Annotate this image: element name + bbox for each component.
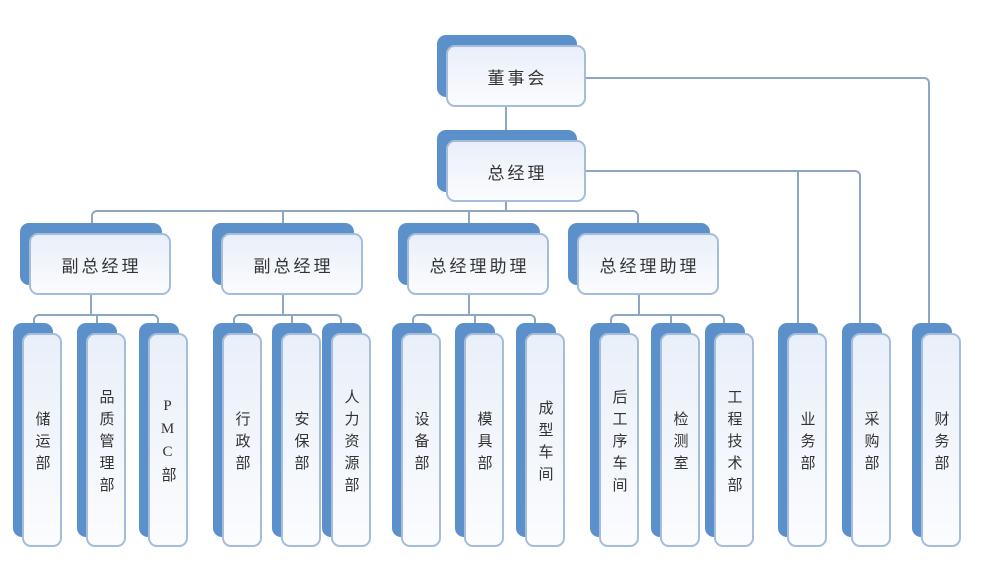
node-face: 工程技术部	[714, 333, 754, 547]
node-face: 采购部	[851, 333, 891, 547]
node-label: 安保部	[292, 410, 309, 477]
node-label: 业务部	[798, 410, 815, 477]
node-label: 设备部	[412, 410, 429, 477]
connector-gm-to-purchasing	[584, 170, 861, 327]
node-label: 后工序车间	[610, 388, 627, 499]
node-face: 财务部	[921, 333, 961, 547]
node-label: 采购部	[862, 410, 879, 477]
org-node-dept-mold: 模具部	[455, 323, 504, 547]
node-label: 工程技术部	[725, 388, 742, 499]
connector-gm-to-business-drop	[797, 172, 799, 327]
connector-board-to-finance	[584, 77, 930, 327]
connector-level3-drop-3	[468, 212, 470, 224]
connector-group1-stub	[90, 288, 92, 315]
org-node-dept-equipment: 设备部	[392, 323, 441, 547]
node-face: 副总经理	[221, 233, 363, 295]
connector-group3-stub	[468, 288, 470, 315]
node-face: PMC部	[148, 333, 188, 547]
node-label: 财务部	[932, 410, 949, 477]
node-label: 总经理助理	[429, 256, 530, 276]
org-node-deputy-gm-1: 副总经理	[20, 223, 171, 295]
node-face: 检测室	[660, 333, 700, 547]
org-node-dept-pmc: PMC部	[139, 323, 188, 547]
connector-group4-drop	[670, 316, 672, 325]
connector-group2-drop	[291, 316, 293, 325]
org-node-dept-inspection-room: 检测室	[651, 323, 700, 547]
org-node-board: 董事会	[437, 35, 586, 107]
connector-level3-drop-2	[282, 212, 284, 224]
connector-level3-bus	[91, 210, 639, 224]
connector-gm-stub	[505, 196, 507, 210]
org-node-dept-admin: 行政部	[213, 323, 262, 547]
org-node-dept-engineering-tech: 工程技术部	[705, 323, 754, 547]
node-label: 检测室	[671, 410, 688, 477]
org-node-dept-post-process-workshop: 后工序车间	[590, 323, 639, 547]
org-node-dept-storage-transport: 储运部	[13, 323, 62, 547]
connector-group4-bus	[610, 314, 725, 327]
org-node-deputy-gm-2: 副总经理	[212, 223, 363, 295]
connector-group1-bus	[33, 314, 159, 327]
connector-group3-bus	[412, 314, 536, 327]
org-node-general-manager: 总经理	[437, 130, 586, 202]
org-node-dept-molding-workshop: 成型车间	[516, 323, 565, 547]
org-node-gm-assistant-2: 总经理助理	[568, 223, 719, 295]
node-label: 总经理助理	[599, 256, 700, 276]
node-label: 行政部	[233, 410, 250, 477]
org-node-gm-assistant-1: 总经理助理	[398, 223, 549, 295]
org-node-dept-finance: 财务部	[912, 323, 961, 547]
node-label: PMC部	[159, 398, 176, 489]
node-face: 董事会	[446, 45, 586, 107]
connector-group4-stub	[638, 288, 640, 315]
org-node-dept-quality-mgmt: 品质管理部	[77, 323, 126, 547]
connector-group1-drop	[96, 316, 98, 325]
node-face: 行政部	[222, 333, 262, 547]
connector-group2-stub	[282, 288, 284, 315]
node-label: 董事会	[487, 68, 548, 88]
node-face: 总经理助理	[577, 233, 719, 295]
node-face: 业务部	[787, 333, 827, 547]
node-face: 人力资源部	[331, 333, 371, 547]
node-face: 后工序车间	[599, 333, 639, 547]
connector-board-to-gm	[505, 100, 507, 133]
connector-group3-drop	[474, 316, 476, 325]
org-node-dept-security: 安保部	[272, 323, 321, 547]
node-face: 模具部	[464, 333, 504, 547]
org-node-dept-business: 业务部	[778, 323, 827, 547]
node-label: 成型车间	[536, 399, 553, 488]
connector-group2-bus	[233, 314, 342, 327]
node-face: 品质管理部	[86, 333, 126, 547]
node-label: 储运部	[33, 410, 50, 477]
org-node-dept-purchasing: 采购部	[842, 323, 891, 547]
node-label: 副总经理	[253, 256, 334, 276]
node-face: 安保部	[281, 333, 321, 547]
node-label: 人力资源部	[342, 388, 359, 499]
node-face: 成型车间	[525, 333, 565, 547]
node-label: 副总经理	[61, 256, 142, 276]
org-node-dept-hr: 人力资源部	[322, 323, 371, 547]
node-label: 模具部	[475, 410, 492, 477]
node-face: 设备部	[401, 333, 441, 547]
node-face: 储运部	[22, 333, 62, 547]
node-face: 总经理助理	[407, 233, 549, 295]
node-label: 品质管理部	[97, 388, 114, 499]
node-label: 总经理	[487, 163, 548, 183]
node-face: 总经理	[446, 140, 586, 202]
node-face: 副总经理	[29, 233, 171, 295]
